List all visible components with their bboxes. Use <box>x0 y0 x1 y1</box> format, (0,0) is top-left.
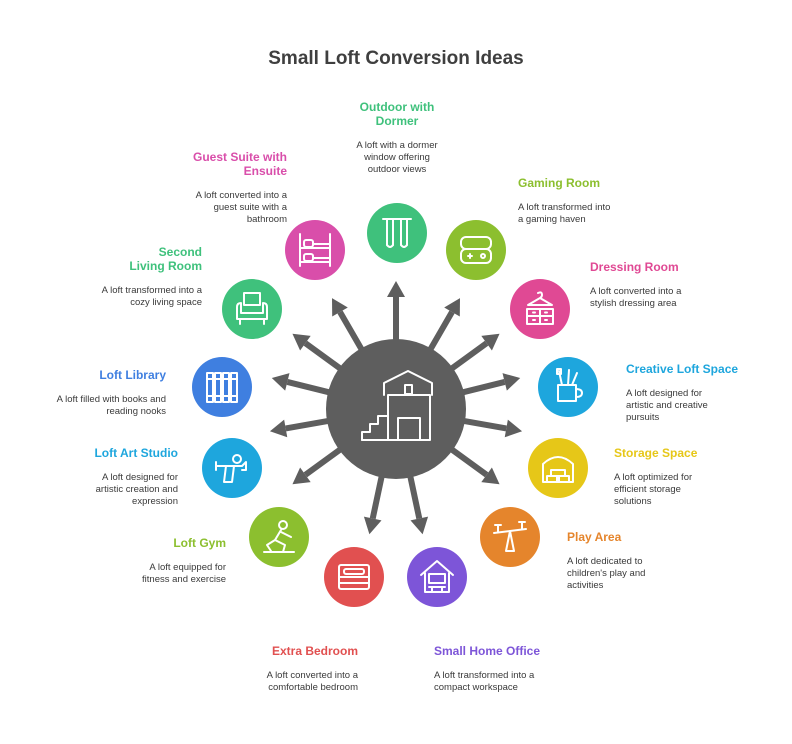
exercise-icon <box>263 520 295 553</box>
game-console-icon <box>460 236 492 264</box>
label-small-home-office: Small Home Office A loft transformed into… <box>434 642 624 695</box>
node-extra-bedroom <box>324 547 384 607</box>
arrow-head <box>410 516 429 535</box>
node-small-home-office <box>407 547 467 607</box>
label-description: A loft converted into a stylish dressing… <box>590 286 682 309</box>
label-description: A loft with a dormer window offering out… <box>356 140 438 175</box>
center-hub <box>326 339 466 479</box>
label-storage-space: Storage Space A loft optimized for effici… <box>614 444 784 509</box>
node-loft-art-studio <box>202 438 262 498</box>
label-gaming-room: Gaming Room A loft transformed into a gam… <box>518 174 708 227</box>
label-title: Play Area <box>567 530 622 544</box>
swing-icon <box>382 218 412 248</box>
arrow-head <box>504 419 523 438</box>
label-title: Creative Loft Space <box>626 362 739 376</box>
label-loft-library: Loft Library A loft filled with books and… <box>0 366 166 419</box>
arrow-head <box>269 419 288 438</box>
label-loft-art-studio: Loft Art Studio A loft designed for artis… <box>0 444 178 509</box>
seesaw-icon <box>493 521 527 552</box>
label-title: Extra Bedroom <box>271 644 358 658</box>
home-office-icon <box>420 560 454 593</box>
arrow-head <box>271 373 290 391</box>
label-title: Loft Gym <box>173 536 226 550</box>
arrow-head <box>481 467 500 485</box>
arrow-head <box>292 467 311 485</box>
brush-cup-icon <box>556 368 583 402</box>
arrow-head <box>481 333 500 351</box>
label-second-living-room: Second Living Room A loft transformed int… <box>12 245 202 310</box>
label-extra-bedroom: Extra Bedroom A loft converted into a com… <box>168 642 358 695</box>
label-creative-loft-space: Creative Loft Space A loft designed for a… <box>626 360 786 425</box>
arrow-head <box>444 298 460 317</box>
node-circle <box>538 357 598 417</box>
label-description: A loft transformed into a cozy living sp… <box>101 285 202 308</box>
label-description: A loft transformed into a compact worksp… <box>434 670 535 693</box>
armchair-icon <box>236 292 268 325</box>
label-guest-suite-with-ensuite: Guest Suite with Ensuite A loft converted… <box>97 150 287 227</box>
node-outdoor-with-dormer <box>367 203 427 263</box>
label-description: A loft converted into a comfortable bedr… <box>266 670 358 693</box>
label-description: A loft designed for artistic creation an… <box>95 472 178 507</box>
arrow-head <box>502 373 521 391</box>
page-title: Small Loft Conversion Ideas <box>268 48 524 69</box>
bed-icon <box>338 564 370 590</box>
node-dressing-room <box>510 279 570 339</box>
node-creative-loft-space <box>538 357 598 417</box>
arrow-head <box>387 281 405 297</box>
label-title: Second Living Room <box>129 245 202 273</box>
arrow-head <box>292 333 311 351</box>
house-stairs-icon <box>361 370 433 441</box>
label-description: A loft optimized for efficient storage s… <box>614 472 693 507</box>
airbrush-icon <box>215 454 247 483</box>
label-title: Dressing Room <box>590 260 679 274</box>
node-loft-gym <box>249 507 309 567</box>
label-play-area: Play Area A loft dedicated to children's … <box>567 528 757 593</box>
node-loft-library <box>192 357 252 417</box>
label-title: Loft Art Studio <box>94 446 178 460</box>
node-circle <box>480 507 540 567</box>
node-circle <box>202 438 262 498</box>
label-description: A loft designed for artistic and creativ… <box>626 388 708 423</box>
node-second-living-room <box>222 279 282 339</box>
label-description: A loft transformed into a gaming haven <box>518 202 611 225</box>
label-title: Storage Space <box>614 446 698 460</box>
bunk-bed-icon <box>299 233 331 267</box>
arrow-head <box>332 298 348 317</box>
node-guest-suite-with-ensuite <box>285 220 345 280</box>
node-circle <box>407 547 467 607</box>
node-play-area <box>480 507 540 567</box>
hanger-dresser-icon <box>526 291 554 325</box>
label-title: Gaming Room <box>518 176 601 190</box>
node-circle <box>367 203 427 263</box>
books-icon <box>206 372 238 403</box>
label-loft-gym: Loft Gym A loft equipped for fitness and … <box>36 534 226 587</box>
label-description: A loft converted into a guest suite with… <box>195 190 287 225</box>
label-title: Guest Suite with Ensuite <box>192 150 287 178</box>
node-circle <box>285 220 345 280</box>
label-title: Loft Library <box>99 368 166 382</box>
node-circle <box>222 279 282 339</box>
label-title: Outdoor with Dormer <box>359 100 435 128</box>
node-gaming-room <box>446 220 506 280</box>
label-description: A loft filled with books and reading noo… <box>56 394 166 417</box>
arrow-head <box>363 516 382 535</box>
node-circle <box>249 507 309 567</box>
label-outdoor-with-dormer: Outdoor with Dormer A loft with a dormer … <box>302 100 492 177</box>
node-storage-space <box>528 438 588 498</box>
storage-boxes-icon <box>542 456 574 483</box>
node-circle <box>528 438 588 498</box>
label-title: Small Home Office <box>434 644 541 658</box>
label-description: A loft equipped for fitness and exercise <box>142 562 226 585</box>
label-dressing-room: Dressing Room A loft converted into a sty… <box>590 258 780 311</box>
label-description: A loft dedicated to children's play and … <box>567 556 646 591</box>
